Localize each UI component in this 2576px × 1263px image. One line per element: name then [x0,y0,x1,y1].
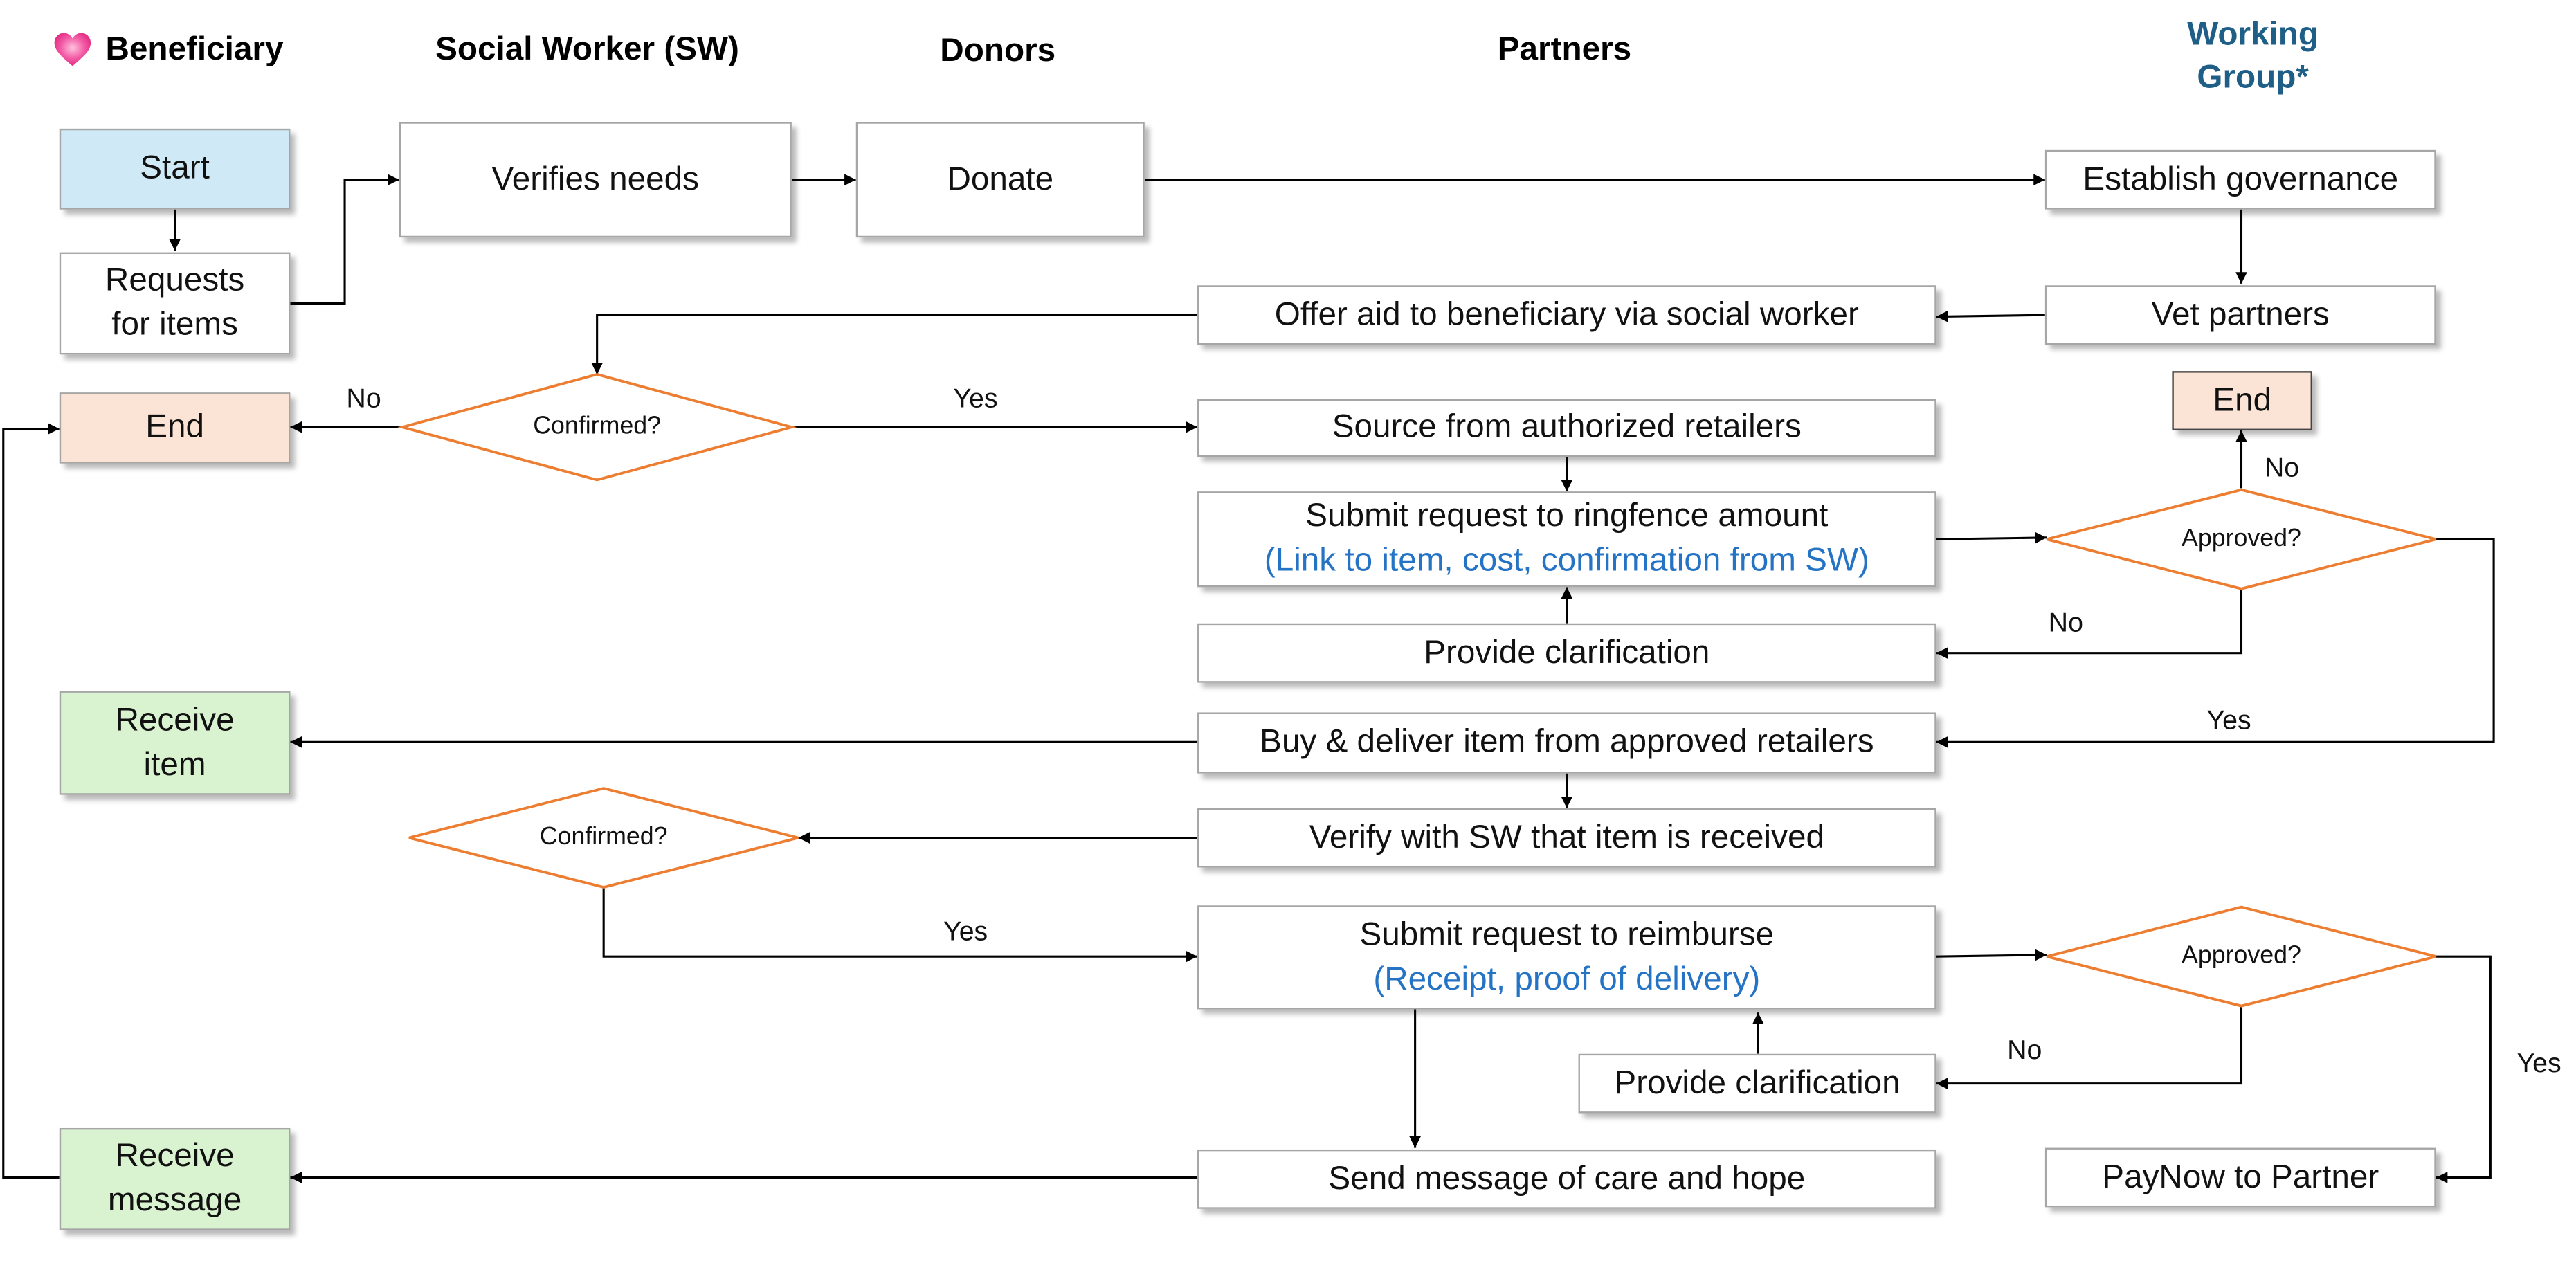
edge-label-yes-approved1: Yes [2206,705,2251,736]
header-working-group: Working Group* [2170,13,2335,99]
node-offer-aid: Offer aid to beneficiary via social work… [1197,285,1936,345]
node-requests-line2: for items [111,307,238,343]
node-source-retailers: Source from authorized retailers [1197,399,1936,457]
node-source-retailers-label: Source from authorized retailers [1332,408,1802,446]
decision-approved-1-shape [2046,488,2437,590]
edge-label-yes-confirm2: Yes [943,916,988,947]
node-receive-item-line1: Receive [115,701,235,738]
node-ringfence-line1: Submit request to ringfence amount [1305,498,1829,535]
node-vet-partners: Vet partners [2044,285,2436,345]
edge-ringfence-approved1 [1936,531,2047,544]
edge-label-no-approved1-down: No [2048,608,2083,639]
node-receive-message: Receive message [59,1127,291,1230]
node-end-left-label: End [145,408,205,446]
node-verifies-needs-label: Verifies needs [491,161,699,197]
node-provide-clarification-1: Provide clarification [1197,623,1936,683]
decision-confirmed-2-shape [408,787,799,889]
node-offer-aid-label: Offer aid to beneficiary via social work… [1274,296,1859,333]
edge-label-no-approved1-up: No [2264,453,2300,484]
node-donate: Donate [855,122,1145,238]
edge-label-no-confirm1: No [346,384,381,415]
edge-approved1-clarify [1936,588,2243,660]
node-verifies-needs: Verifies needs [399,122,792,238]
node-buy-deliver-label: Buy & deliver item from approved retaile… [1260,724,1874,761]
decision-approved-2: Approved? [2182,941,2301,970]
header-donors: Donors [940,33,1056,70]
edge-approved2-clarify [1936,1006,2243,1089]
header-beneficiary: Beneficiary [105,31,284,68]
decision-confirmed-1: Confirmed? [533,412,662,441]
edge-reimburse-approved2 [1936,949,2047,961]
node-start-label: Start [140,149,210,187]
node-reimburse-line1: Submit request to reimburse [1359,916,1775,953]
decision-approved-1: Approved? [2182,524,2301,553]
node-send-message: Send message of care and hope [1197,1149,1936,1209]
node-vet-partners-label: Vet partners [2151,296,2330,333]
edge-offer-confirm1 [591,314,1198,374]
edge-label-yes-approved2: Yes [2516,1048,2561,1079]
node-donate-label: Donate [947,161,1054,197]
edge-label-yes-confirm1: Yes [953,384,998,415]
node-receive-message-line2: message [107,1182,242,1219]
heart-icon [54,33,91,66]
edge-vet-offer [1936,310,2045,322]
decision-confirmed-1-shape [397,372,797,482]
edge-label-no-approved2: No [2007,1035,2042,1066]
node-verify-received: Verify with SW that item is received [1197,808,1936,868]
header-working-group-line1: Working [2187,16,2319,53]
edge-confirm2-reimburse [602,887,1198,963]
header-working-group-line2: Group* [2197,59,2309,96]
node-start: Start [59,128,291,210]
node-paynow: PayNow to Partner [2044,1147,2436,1208]
node-verify-received-label: Verify with SW that item is received [1309,819,1824,855]
node-send-message-label: Send message of care and hope [1328,1160,1806,1197]
node-requests-line1: Requests [105,262,245,299]
edge-approved2-paynow [2436,955,2492,1183]
decision-confirmed-2: Confirmed? [539,823,668,851]
decision-approved-2-shape [2046,905,2437,1008]
edge-receive-end [2,423,60,1179]
node-ringfence-request: Submit request to ringfence amount (Link… [1197,491,1936,588]
node-end-left: End [59,392,291,464]
node-reimburse-request: Submit request to reimburse (Receipt, pr… [1197,905,1936,1010]
node-receive-message-line1: Receive [115,1138,235,1174]
header-partners: Partners [1497,31,1632,68]
edge-approved1-buy [1936,538,2495,748]
node-reimburse-line2: (Receipt, proof of delivery) [1373,961,1761,997]
node-provide-clarification-1-label: Provide clarification [1424,634,1710,671]
node-provide-clarification-2-label: Provide clarification [1614,1064,1901,1101]
edge-requests-verifies [290,174,399,305]
node-end-right: End [2172,371,2312,430]
node-receive-item: Receive item [59,691,291,795]
node-ringfence-line2: (Link to item, cost, confirmation from S… [1264,543,1869,579]
node-provide-clarification-2: Provide clarification [1578,1053,1936,1114]
node-establish-governance: Establish governance [2044,149,2436,210]
node-end-right-label: End [2213,381,2272,419]
node-buy-deliver: Buy & deliver item from approved retaile… [1197,712,1936,774]
node-receive-item-line2: item [143,746,206,783]
node-paynow-label: PayNow to Partner [2102,1158,2379,1195]
node-requests-for-items: Requests for items [59,252,291,355]
header-social-worker: Social Worker (SW) [435,31,739,68]
node-establish-governance-label: Establish governance [2083,161,2399,197]
